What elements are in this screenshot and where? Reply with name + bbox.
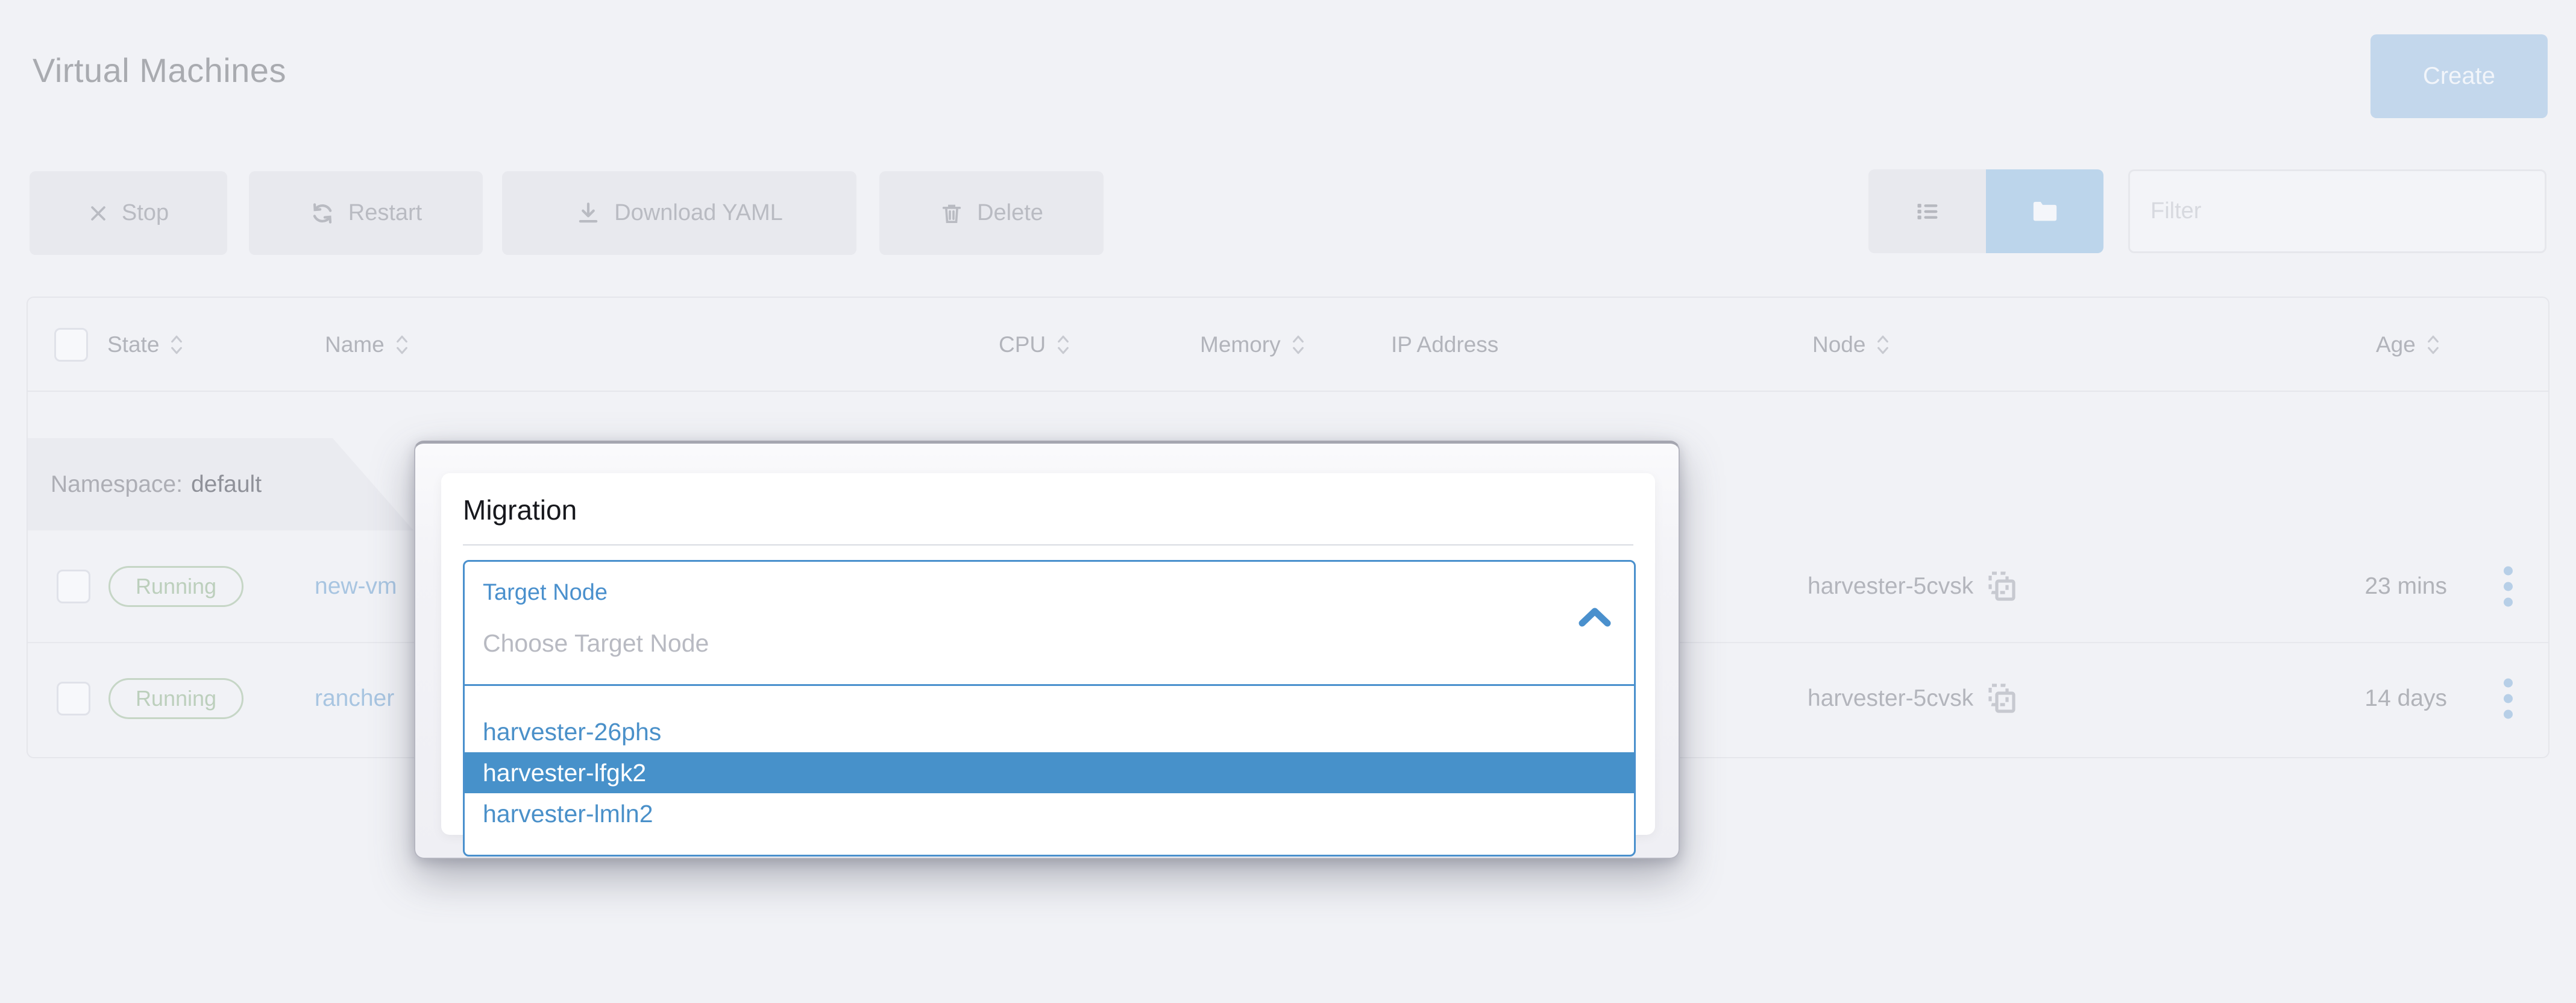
namespace-group-label: Namespace: (51, 471, 183, 497)
column-header-memory[interactable]: Memory (1200, 298, 1306, 392)
sort-arrows-icon (1058, 335, 1069, 354)
namespace-group-value: default (190, 471, 262, 497)
refresh-icon (313, 203, 331, 224)
delete-button[interactable]: Delete (879, 171, 1104, 255)
sort-arrows-icon (171, 335, 183, 354)
target-node-dropdown: Target Node Choose Target Node harvester… (463, 560, 1636, 857)
delete-button-label: Delete (977, 200, 1043, 225)
row-actions-kebab-icon[interactable] (2498, 672, 2519, 725)
column-header-name[interactable]: Name (325, 298, 410, 392)
dropdown-option[interactable]: harvester-lmln2 (483, 800, 653, 828)
table-header: State Name CPU Memory IP Address Node (28, 298, 2548, 392)
vm-name-link[interactable]: new-vm (315, 573, 397, 599)
namespace-view-button[interactable] (1986, 169, 2103, 253)
column-header-age[interactable]: Age (2376, 298, 2441, 392)
create-button[interactable]: Create (2370, 34, 2548, 118)
download-yaml-button-label: Download YAML (614, 200, 783, 225)
sort-arrows-icon (2427, 335, 2439, 354)
modal-title: Migration (463, 494, 577, 526)
vm-name-link[interactable]: rancher (315, 685, 395, 711)
dropdown-divider (465, 684, 1634, 686)
target-node-label: Target Node (483, 580, 608, 605)
column-header-state[interactable]: State (107, 298, 184, 392)
trash-icon (942, 204, 961, 223)
restart-button[interactable]: Restart (249, 171, 483, 255)
sort-arrows-icon (396, 335, 407, 354)
copy-icon[interactable] (1988, 571, 2017, 602)
sort-arrows-icon (1292, 335, 1304, 354)
list-view-button[interactable] (1868, 169, 1986, 253)
vm-age-cell: 23 mins (2364, 573, 2447, 599)
target-node-options: harvester-26phs harvester-lfgk2 harveste… (465, 686, 1634, 834)
column-header-ip-address: IP Address (1391, 332, 1499, 357)
sort-arrows-icon (1877, 335, 1889, 354)
stop-button-label: Stop (121, 200, 169, 225)
status-badge: Running (108, 678, 243, 719)
column-header-cpu[interactable]: CPU (999, 298, 1071, 392)
copy-icon[interactable] (1988, 683, 2017, 714)
page-title: Virtual Machines (33, 51, 286, 89)
list-view-icon (1917, 203, 1937, 219)
create-button-label: Create (2422, 63, 2496, 89)
dropdown-option-selected[interactable]: harvester-lfgk2 (465, 752, 1634, 793)
filter-input[interactable] (2128, 169, 2546, 253)
table-row: Running new-vm harvester-5cvsk 23 mins (28, 530, 2548, 642)
x-icon (91, 206, 105, 221)
row-checkbox[interactable] (57, 681, 90, 715)
column-header-node[interactable]: Node (1812, 298, 1891, 392)
namespace-group-row: Namespace: default (28, 438, 413, 530)
vm-node-cell: harvester-5cvsk (1808, 571, 2017, 602)
stop-button[interactable]: Stop (30, 171, 227, 255)
row-actions-kebab-icon[interactable] (2498, 560, 2519, 612)
view-toggle (1868, 169, 2103, 253)
modal-divider (463, 544, 1633, 546)
target-node-placeholder: Choose Target Node (483, 629, 709, 657)
download-yaml-button[interactable]: Download YAML (502, 171, 856, 255)
folder-icon (2033, 201, 2056, 221)
vm-node-cell: harvester-5cvsk (1808, 683, 2017, 714)
restart-button-label: Restart (348, 200, 423, 225)
target-node-select[interactable]: Target Node Choose Target Node (465, 562, 1634, 684)
vm-age-cell: 14 days (2364, 685, 2447, 711)
download-icon (579, 202, 598, 222)
dropdown-option[interactable]: harvester-26phs (483, 718, 662, 746)
status-badge: Running (108, 565, 243, 607)
select-all-checkbox[interactable] (54, 328, 88, 362)
row-checkbox[interactable] (57, 569, 90, 603)
chevron-up-icon (1579, 608, 1611, 627)
migration-modal: Migration Target Node Choose Target Node… (414, 441, 1680, 859)
